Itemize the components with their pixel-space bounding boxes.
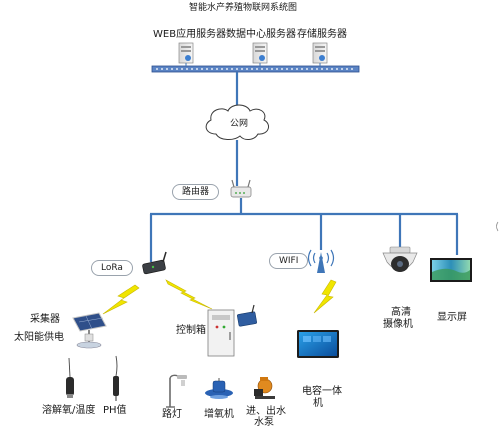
wifi-label: WIFI bbox=[269, 253, 309, 269]
control-box-label: 控制箱 bbox=[176, 325, 206, 336]
edge-fragment bbox=[496, 221, 499, 232]
web-server-label: WEB应用服务器 bbox=[153, 29, 227, 40]
solar-power-label: 太阳能供电 bbox=[14, 332, 64, 343]
wireless-link-monitor-bolt bbox=[313, 279, 337, 314]
camera-label-line2: 摄像机 bbox=[383, 319, 413, 330]
ph-probe-icon bbox=[113, 355, 119, 401]
water-pump-label: 水泵 bbox=[254, 417, 274, 428]
solar-collector-icon bbox=[72, 312, 107, 349]
lora-gateway-icon bbox=[142, 251, 167, 275]
collector-label: 采集器 bbox=[30, 314, 60, 325]
water-pump-icon bbox=[254, 377, 275, 399]
server-bus bbox=[151, 65, 360, 73]
wireless-link-collector-bolt bbox=[102, 284, 140, 315]
router-label: 路由器 bbox=[172, 184, 220, 200]
ph-label: PH值 bbox=[103, 405, 127, 416]
display-screen-icon bbox=[430, 258, 472, 282]
wifi-tower-icon bbox=[307, 249, 335, 273]
street-lamp-icon bbox=[166, 374, 187, 408]
lora-label: LoRa bbox=[91, 260, 133, 276]
web-server-icon bbox=[178, 42, 194, 66]
aerator-label: 增氧机 bbox=[204, 409, 234, 420]
control-module-icon bbox=[237, 304, 257, 327]
dissolved-oxygen-label: 溶解氧/温度 bbox=[42, 405, 96, 416]
data-center-server-label: 数据中心服务器 bbox=[226, 29, 296, 40]
camera-label-line1: 高清 bbox=[391, 307, 411, 318]
storage-server-icon bbox=[312, 42, 328, 66]
touch-monitor-icon bbox=[297, 330, 339, 358]
monitor-label-line1: 电容一体 bbox=[302, 386, 342, 397]
diagram-title: 智能水产养殖物联网系统图 bbox=[189, 3, 298, 13]
hd-camera-icon bbox=[382, 246, 418, 272]
dissolved-oxygen-probe-icon bbox=[66, 357, 74, 398]
storage-server-label: 存储服务器 bbox=[297, 29, 347, 40]
wireless-link-control-bolt bbox=[165, 279, 213, 310]
internet-cloud-label: 公网 bbox=[230, 119, 249, 129]
router-icon bbox=[230, 179, 252, 198]
aerator-icon bbox=[205, 378, 233, 399]
data-center-server-icon bbox=[252, 42, 268, 66]
street-lamp-label: 路灯 bbox=[162, 409, 182, 420]
water-inlet-outlet-label: 进、出水 bbox=[246, 406, 286, 417]
display-screen-label: 显示屏 bbox=[437, 312, 467, 323]
monitor-label-line2: 机 bbox=[313, 398, 323, 409]
control-box-icon bbox=[207, 309, 235, 357]
internet-cloud-icon bbox=[205, 104, 270, 140]
